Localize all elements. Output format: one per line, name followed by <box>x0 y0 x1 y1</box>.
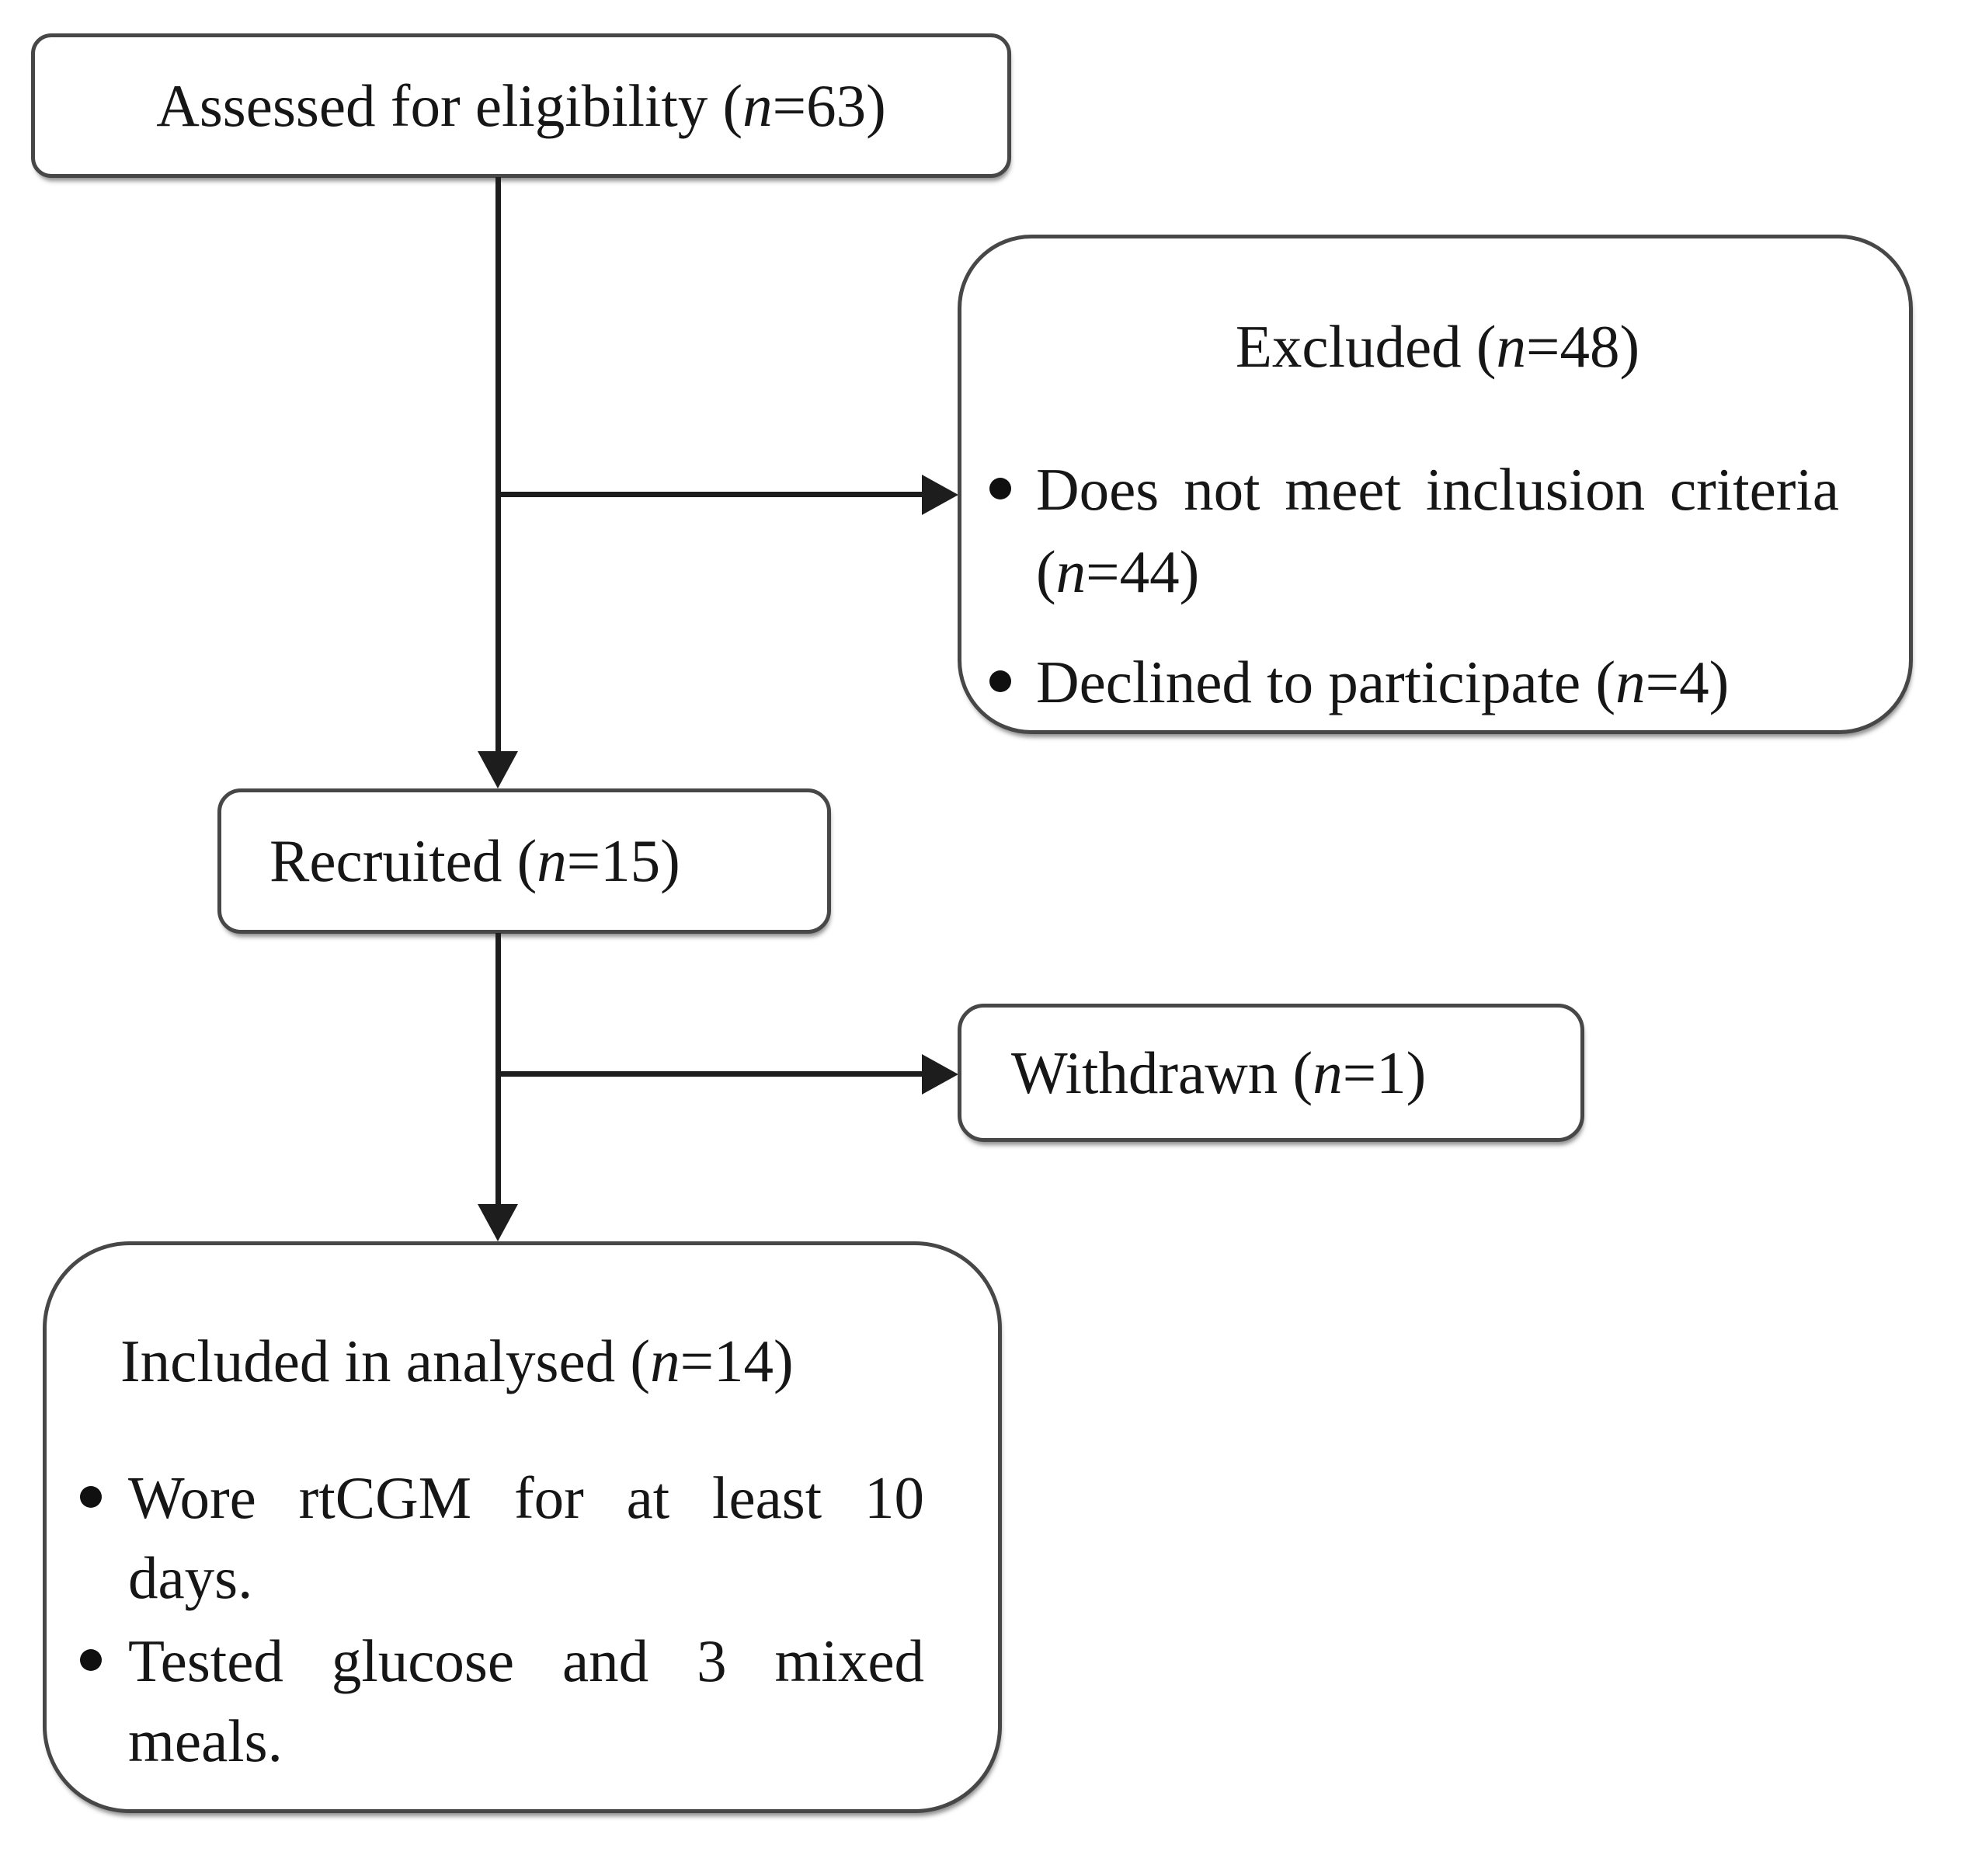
arrow-to-excluded <box>498 492 923 497</box>
included-detail-1: Wore rtCGM for at least 10 days. <box>128 1458 924 1618</box>
assessed-count: =63) <box>772 71 886 139</box>
excluded-text: Excluded ( <box>1235 313 1497 380</box>
list-item: Declined to participate (n=4) <box>989 641 1839 723</box>
arrow-recruited-to-included <box>495 933 501 1206</box>
box-included-analysis: Included in analysed (n=14) Wore rtCGM f… <box>43 1241 1002 1813</box>
box-excluded: Excluded (n=48) Does not meet inclusion … <box>958 235 1913 734</box>
withdrawn-text: Withdrawn ( <box>1011 1039 1313 1106</box>
n-symbol: n <box>537 827 567 894</box>
excluded-reason-2: Declined to participate (n=4) <box>1036 641 1839 723</box>
detail-text: Tested glucose and 3 mixed meals. <box>128 1627 924 1775</box>
list-item: Wore rtCGM for at least 10 days. <box>80 1458 924 1618</box>
excluded-count: =48) <box>1526 313 1640 380</box>
assessed-label: Assessed for eligibility (n=63) <box>156 71 886 141</box>
bullet-icon <box>80 1485 102 1508</box>
n-symbol: n <box>742 71 773 139</box>
n-symbol: n <box>1496 313 1527 380</box>
arrowhead-down-recruited <box>478 751 518 788</box>
arrowhead-right-withdrawn <box>922 1054 958 1095</box>
reason-count: =44) <box>1086 538 1200 606</box>
withdrawn-label: Withdrawn (n=1) <box>1011 1039 1426 1108</box>
bullet-icon <box>989 670 1011 693</box>
n-symbol: n <box>1313 1039 1343 1106</box>
bullet-icon <box>80 1649 102 1672</box>
n-symbol: n <box>650 1328 680 1394</box>
excluded-title: Excluded (n=48) <box>1036 305 1839 389</box>
recruited-count: =15) <box>566 827 680 894</box>
included-detail-2: Tested glucose and 3 mixed meals. <box>128 1621 924 1781</box>
arrow-to-withdrawn <box>498 1071 923 1077</box>
reason-text: Does not meet inclusion criteria ( <box>1036 455 1839 606</box>
withdrawn-count: =1) <box>1342 1039 1427 1106</box>
arrow-assessed-to-recruited <box>495 177 501 752</box>
excluded-reasons-list: Does not meet inclusion criteria (n=44) … <box>989 448 1839 724</box>
excluded-reason-1: Does not meet inclusion criteria (n=44) <box>1036 448 1839 614</box>
detail-text: Wore rtCGM for at least 10 days. <box>128 1464 924 1611</box>
recruited-text: Recruited ( <box>269 827 537 894</box>
list-item: Tested glucose and 3 mixed meals. <box>80 1621 924 1781</box>
included-details-list: Wore rtCGM for at least 10 days. Tested … <box>80 1458 924 1782</box>
box-recruited: Recruited (n=15) <box>217 788 831 934</box>
included-text: Included in analysed ( <box>120 1328 651 1394</box>
arrowhead-down-included <box>478 1204 518 1241</box>
reason-text: Declined to participate ( <box>1036 649 1616 716</box>
n-symbol: n <box>1615 649 1646 716</box>
included-count: =14) <box>680 1328 794 1394</box>
box-withdrawn: Withdrawn (n=1) <box>958 1004 1584 1142</box>
arrowhead-right-excluded <box>922 475 958 515</box>
recruited-label: Recruited (n=15) <box>269 827 680 896</box>
list-item: Does not meet inclusion criteria (n=44) <box>989 448 1839 614</box>
reason-count: =4) <box>1645 649 1730 716</box>
assessed-text: Assessed for eligibility ( <box>156 71 743 139</box>
box-assessed-eligibility: Assessed for eligibility (n=63) <box>31 33 1011 178</box>
n-symbol: n <box>1055 538 1087 606</box>
included-title: Included in analysed (n=14) <box>120 1320 924 1404</box>
bullet-icon <box>989 477 1011 499</box>
